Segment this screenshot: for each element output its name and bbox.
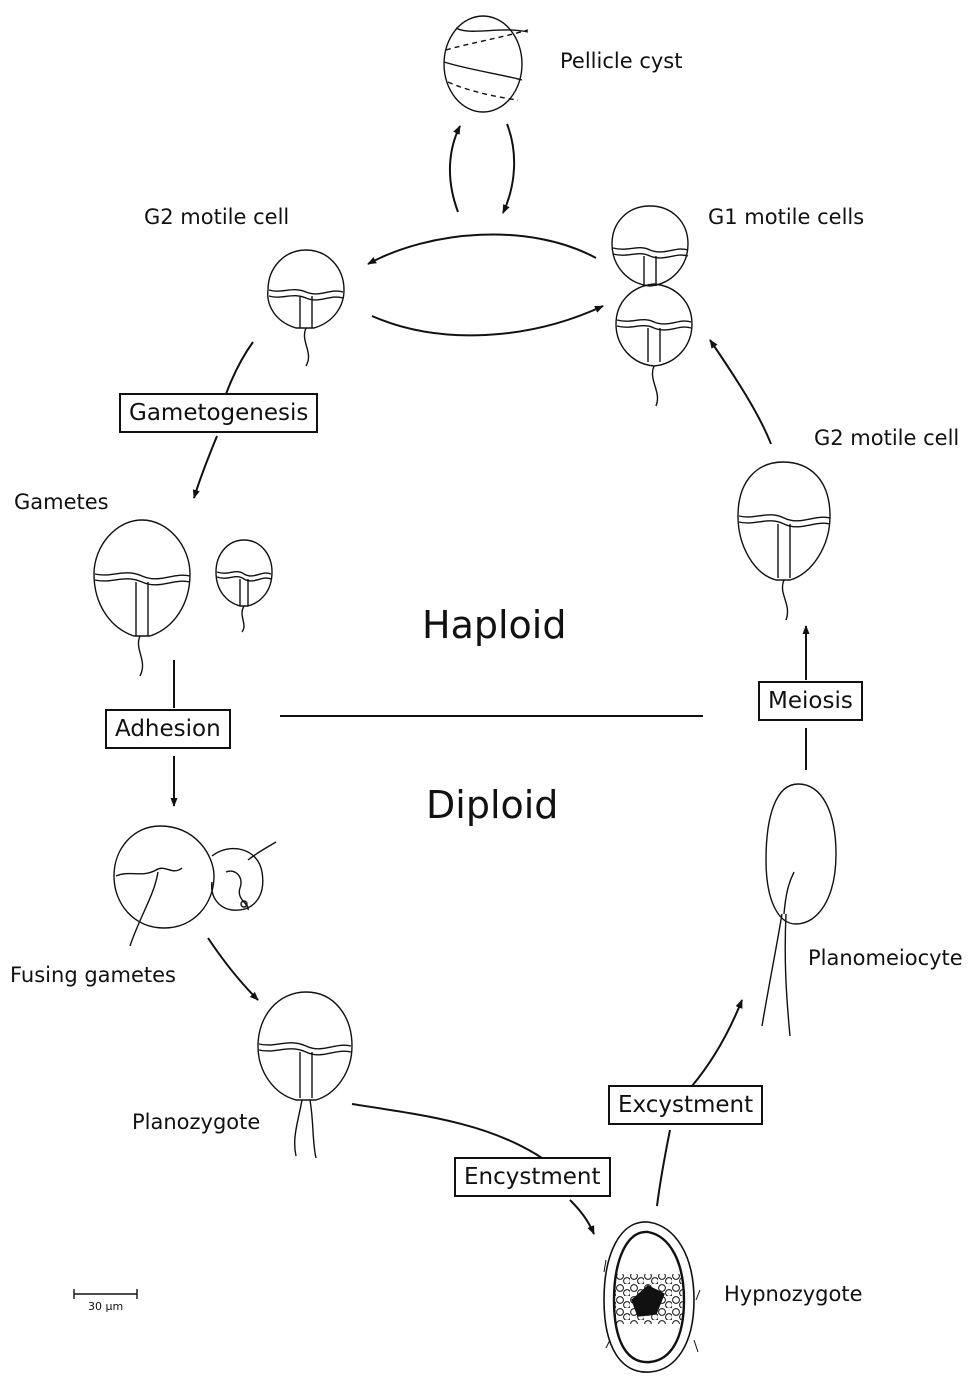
label-pellicle-cyst: Pellicle cyst — [560, 49, 683, 73]
process-meiosis: Meiosis — [758, 681, 863, 721]
arrow-excystment-to-planomeiocyte — [691, 999, 743, 1087]
arrow-from-pellicle-cyst — [502, 123, 516, 214]
g2-motile-cell-top — [267, 249, 345, 367]
arrow-g2-to-gametogenesis — [225, 341, 254, 395]
scale-bar-label: 30 μm — [88, 1300, 124, 1313]
label-hypnozygote: Hypnozygote — [724, 1282, 863, 1306]
arrow-encystment-to-hypnozygote — [569, 1199, 595, 1235]
planozygote-cell — [257, 991, 353, 1159]
label-planozygote: Planozygote — [132, 1110, 261, 1134]
process-encystment: Encystment — [454, 1157, 611, 1197]
pellicle-cyst-cell — [443, 15, 529, 113]
phase-diploid: Diploid — [426, 783, 559, 827]
arrow-g1-to-g2 — [367, 233, 597, 265]
gamete-large — [93, 519, 191, 677]
arrow-hypnozygote-to-excystment — [656, 1129, 671, 1207]
label-fusing-gametes: Fusing gametes — [10, 963, 177, 987]
process-gametogenesis: Gametogenesis — [119, 393, 319, 433]
process-adhesion: Adhesion — [105, 709, 231, 749]
arrow-planozygote-to-encystment — [351, 1103, 543, 1159]
arrow-g2-right-to-g1 — [709, 339, 772, 445]
g2-motile-cell-right — [737, 461, 831, 621]
label-g2-motile-cell-top: G2 motile cell — [144, 205, 290, 229]
scale-bar — [73, 1289, 138, 1299]
planomeiocyte-cell — [761, 783, 837, 1037]
label-planomeiocyte: Planomeiocyte — [808, 946, 963, 970]
label-g2-motile-cell-right: G2 motile cell — [814, 426, 960, 450]
fusing-gametes-cell — [113, 825, 277, 947]
process-excystment: Excystment — [608, 1085, 764, 1125]
arrow-to-pellicle-cyst — [449, 125, 461, 213]
arrow-g2-to-g1 — [371, 305, 604, 337]
g1-motile-cells — [611, 205, 693, 407]
arrow-fusing-to-planozygote — [207, 937, 259, 1001]
label-gametes: Gametes — [14, 490, 109, 514]
gamete-small — [215, 539, 273, 633]
hypnozygote-cell — [603, 1221, 701, 1373]
phase-haploid: Haploid — [422, 603, 567, 647]
label-g1-motile-cells: G1 motile cells — [708, 205, 865, 229]
arrow-gametogenesis-to-gametes — [192, 435, 218, 499]
